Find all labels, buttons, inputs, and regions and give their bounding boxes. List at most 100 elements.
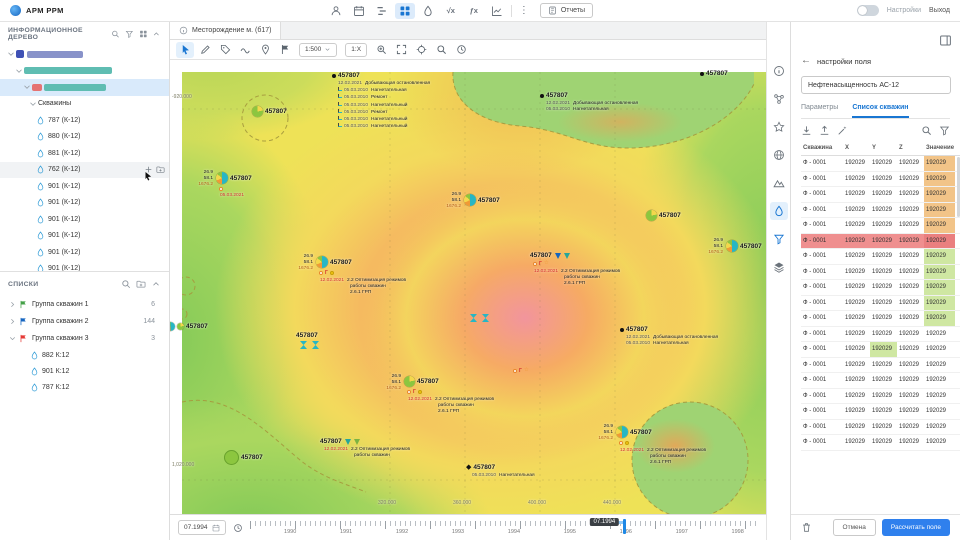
layers-button[interactable] bbox=[770, 258, 788, 276]
map-tab-field[interactable]: Месторождение м. (б17) bbox=[170, 22, 281, 39]
trash-icon[interactable] bbox=[801, 522, 812, 533]
table-row[interactable]: Ф - 0001192029192029192029192029 bbox=[801, 203, 960, 219]
table-row[interactable]: Ф - 0001192029192029192029192029 bbox=[801, 327, 960, 343]
tree-well-item[interactable]: 787 (К-12) bbox=[0, 112, 169, 129]
well-marker[interactable]: 457807 bbox=[170, 322, 208, 331]
well-marker[interactable]: ◆45780705.03.2010Нагнетательная bbox=[466, 464, 535, 479]
well-marker[interactable]: Г☆ bbox=[510, 366, 529, 374]
table-row[interactable]: Ф - 0001192029192029192029192029 bbox=[801, 234, 960, 250]
chevron-down-icon[interactable] bbox=[14, 66, 24, 76]
fullscreen-button[interactable] bbox=[392, 42, 410, 58]
wand-button[interactable] bbox=[837, 125, 848, 136]
chevron-down-icon[interactable] bbox=[28, 99, 38, 109]
cancel-button[interactable]: Отмена bbox=[833, 519, 876, 536]
well-marker[interactable] bbox=[466, 312, 489, 322]
star-button[interactable] bbox=[770, 118, 788, 136]
add-folder-icon[interactable] bbox=[136, 279, 146, 289]
well-marker[interactable]: 457807 bbox=[296, 332, 319, 349]
column-header[interactable]: Значение bbox=[924, 145, 955, 151]
well-marker[interactable]: 45780712.02.2021Добывающая остановленная… bbox=[620, 326, 718, 347]
column-header[interactable]: Z bbox=[897, 145, 924, 151]
column-header[interactable]: Y bbox=[870, 145, 897, 151]
tree-well-item[interactable]: 901 (К-12) bbox=[0, 211, 169, 228]
pen-button[interactable] bbox=[196, 42, 214, 58]
calendar-button[interactable] bbox=[349, 3, 369, 19]
table-row[interactable]: Ф - 0001192029192029192029192029 bbox=[801, 172, 960, 188]
table-row[interactable]: Ф - 0001192029192029192029192029 bbox=[801, 358, 960, 374]
well-group[interactable]: Группа скважин 16 bbox=[0, 296, 169, 313]
field-name-input[interactable] bbox=[801, 76, 951, 94]
cursor-button[interactable] bbox=[176, 42, 194, 58]
network-button[interactable] bbox=[770, 90, 788, 108]
tree-well-item[interactable]: 901 (К-12) bbox=[0, 195, 169, 212]
table-row[interactable]: Ф - 0001192029192029192029192029 bbox=[801, 373, 960, 389]
scale-select[interactable]: 1:500 bbox=[299, 43, 337, 57]
well-marker[interactable]: 457807Г☆12.02.20212.2 Оптимизация режимо… bbox=[530, 252, 620, 288]
map-canvas[interactable]: -920.0001,020.000320.000360.000400.00044… bbox=[170, 60, 766, 514]
group-well-item[interactable]: 787 К:12 bbox=[0, 379, 169, 395]
well-group[interactable]: Группа скважин 33 bbox=[0, 330, 169, 347]
table-row[interactable]: Ф - 0001192029192029192029192029 bbox=[801, 249, 960, 265]
search-icon[interactable] bbox=[111, 29, 120, 39]
clock-icon[interactable] bbox=[231, 521, 245, 535]
theme-toggle[interactable] bbox=[857, 5, 879, 16]
well-marker[interactable]: 457807 bbox=[700, 70, 728, 77]
chevron-right-icon[interactable] bbox=[8, 300, 17, 309]
tree-root-item[interactable] bbox=[0, 46, 169, 63]
pin-button[interactable] bbox=[256, 42, 274, 58]
collapse-icon[interactable] bbox=[152, 29, 161, 39]
tree-well-item[interactable]: 762 (К-12) bbox=[0, 162, 169, 179]
well-marker[interactable]: 457807 bbox=[252, 106, 287, 117]
table-row[interactable]: Ф - 0001192029192029192029192029 bbox=[801, 296, 960, 312]
table-row[interactable]: Ф - 0001192029192029192029192029 bbox=[801, 311, 960, 327]
exit-link[interactable]: Выход bbox=[929, 7, 950, 14]
group-well-item[interactable]: 882 К:12 bbox=[0, 347, 169, 363]
info-button[interactable] bbox=[770, 62, 788, 80]
grid-icon[interactable] bbox=[139, 29, 148, 39]
chevron-down-icon[interactable] bbox=[6, 49, 16, 59]
timeline-date-input[interactable]: 07.1994 bbox=[178, 520, 226, 535]
collapse-icon[interactable] bbox=[151, 279, 161, 289]
tree-well-item[interactable]: 881 (К-12) bbox=[0, 145, 169, 162]
well-marker[interactable]: 26.958.11676.245780712.02.20212.2 Оптими… bbox=[616, 426, 706, 467]
panel-toggle-icon[interactable] bbox=[939, 34, 952, 47]
chevron-right-icon[interactable] bbox=[8, 317, 17, 326]
filter-button[interactable] bbox=[939, 125, 950, 136]
table-row[interactable]: Ф - 0001192029192029192029192029 bbox=[801, 435, 960, 451]
table-row[interactable]: Ф - 0001192029192029192029192029 bbox=[801, 218, 960, 234]
timeline-ruler[interactable]: 199019911992199319941995199619971998 07.… bbox=[250, 519, 759, 537]
more-icon[interactable]: ⋮ bbox=[516, 5, 532, 16]
formula-button[interactable]: ƒx bbox=[464, 3, 484, 19]
chart-line-button[interactable] bbox=[487, 3, 507, 19]
users-button[interactable] bbox=[326, 3, 346, 19]
search-button[interactable] bbox=[432, 42, 450, 58]
scale-x-button[interactable]: 1:X bbox=[345, 43, 367, 57]
well-marker[interactable]: 45780712.02.2021Добывающая остановленная… bbox=[540, 92, 638, 113]
flag-button[interactable] bbox=[276, 42, 294, 58]
sqrt-button[interactable]: √x bbox=[441, 3, 461, 19]
droplet-button[interactable] bbox=[770, 202, 788, 220]
tree-well-item[interactable]: 880 (К-12) bbox=[0, 129, 169, 146]
calculate-field-button[interactable]: Рассчитать поле bbox=[882, 519, 950, 536]
filter-button[interactable] bbox=[770, 230, 788, 248]
search-icon[interactable] bbox=[121, 279, 131, 289]
well-marker[interactable]: 26.958.11676.2457807Г12.02.20212.2 Оптим… bbox=[404, 376, 494, 416]
target-button[interactable] bbox=[412, 42, 430, 58]
tree-item[interactable] bbox=[0, 63, 169, 80]
group-well-item[interactable]: 901 К:12 bbox=[0, 363, 169, 379]
table-row[interactable]: Ф - 0001192029192029192029192029 bbox=[801, 420, 960, 436]
well-marker[interactable]: 26.958.11676.2457807Г12.02.20212.2 Оптим… bbox=[316, 256, 406, 297]
tab-well-list[interactable]: Список скважин bbox=[852, 100, 908, 118]
table-row[interactable]: Ф - 0001192029192029192029192029 bbox=[801, 265, 960, 281]
chevron-down-icon[interactable] bbox=[8, 334, 17, 343]
gantt-button[interactable] bbox=[372, 3, 392, 19]
tab-parameters[interactable]: Параметры bbox=[801, 100, 838, 118]
table-row[interactable]: Ф - 0001192029192029192029192029 bbox=[801, 404, 960, 420]
polyline-button[interactable] bbox=[236, 42, 254, 58]
move-to-folder-icon[interactable] bbox=[156, 165, 165, 174]
well-marker[interactable]: 26.958.11676.245780705.03.2021 bbox=[216, 172, 252, 198]
well-marker[interactable]: 457807 bbox=[224, 450, 263, 465]
settings-link[interactable]: Настройки bbox=[887, 7, 921, 14]
timeline-handle[interactable] bbox=[623, 519, 626, 534]
well-group[interactable]: Группа скважин 2144 bbox=[0, 313, 169, 330]
